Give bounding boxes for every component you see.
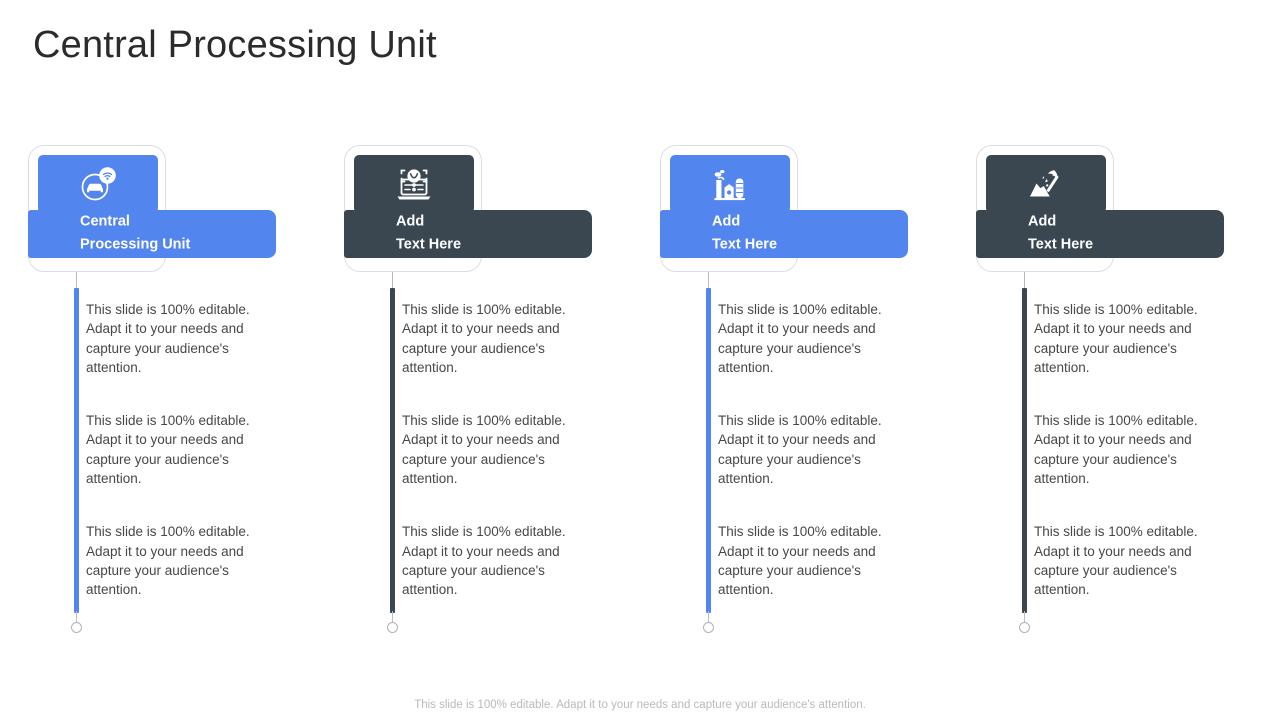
connector-stem-2 xyxy=(392,272,393,289)
body-list-2: This slide is 100% editable. Adapt it to… xyxy=(402,300,592,600)
timeline-bar-2 xyxy=(390,288,395,613)
body-paragraph: This slide is 100% editable. Adapt it to… xyxy=(86,413,250,487)
body-paragraph: This slide is 100% editable. Adapt it to… xyxy=(1034,524,1198,598)
body-paragraph: This slide is 100% editable. Adapt it to… xyxy=(402,413,566,487)
pickaxe-mining-icon xyxy=(986,155,1106,213)
endpoint-dot-2 xyxy=(387,622,398,633)
endpoint-dot-3 xyxy=(703,622,714,633)
body-paragraph: This slide is 100% editable. Adapt it to… xyxy=(86,302,250,375)
card-label-1: Central Processing Unit xyxy=(80,213,191,253)
connector-stem-1 xyxy=(76,272,77,289)
body-paragraph: This slide is 100% editable. Adapt it to… xyxy=(718,302,882,375)
page-title: Central Processing Unit xyxy=(33,24,437,66)
connector-tail-1 xyxy=(76,611,77,625)
body-paragraph: This slide is 100% editable. Adapt it to… xyxy=(1034,302,1198,375)
body-paragraph: This slide is 100% editable. Adapt it to… xyxy=(1034,413,1198,487)
endpoint-dot-4 xyxy=(1019,622,1030,633)
card-label-3: Add Text Here xyxy=(712,213,778,253)
connector-stem-3 xyxy=(708,272,709,289)
timeline-bar-1 xyxy=(74,288,79,613)
connector-stem-4 xyxy=(1024,272,1025,289)
timeline-bar-4 xyxy=(1022,288,1027,613)
card-label-bar-1[interactable]: Central Processing Unit xyxy=(28,210,276,258)
card-label-bar-3[interactable]: Add Text Here xyxy=(660,210,908,258)
body-paragraph: This slide is 100% editable. Adapt it to… xyxy=(718,524,882,598)
body-paragraph: This slide is 100% editable. Adapt it to… xyxy=(402,524,566,598)
card-label-bar-2[interactable]: Add Text Here xyxy=(344,210,592,258)
factory-plant-icon xyxy=(670,155,790,213)
connected-car-icon xyxy=(38,155,158,213)
card-label-4: Add Text Here xyxy=(1028,213,1094,253)
body-list-4: This slide is 100% editable. Adapt it to… xyxy=(1034,300,1224,600)
card-label-2: Add Text Here xyxy=(396,213,462,253)
body-paragraph: This slide is 100% editable. Adapt it to… xyxy=(402,302,566,375)
body-list-3: This slide is 100% editable. Adapt it to… xyxy=(718,300,908,600)
connector-tail-3 xyxy=(708,611,709,625)
body-paragraph: This slide is 100% editable. Adapt it to… xyxy=(718,413,882,487)
card-label-bar-4[interactable]: Add Text Here xyxy=(976,210,1224,258)
laptop-face-scan-icon xyxy=(354,155,474,213)
connector-tail-2 xyxy=(392,611,393,625)
connector-tail-4 xyxy=(1024,611,1025,625)
timeline-bar-3 xyxy=(706,288,711,613)
body-paragraph: This slide is 100% editable. Adapt it to… xyxy=(86,524,250,598)
body-list-1: This slide is 100% editable. Adapt it to… xyxy=(86,300,276,600)
footer-note: This slide is 100% editable. Adapt it to… xyxy=(414,699,866,711)
endpoint-dot-1 xyxy=(71,622,82,633)
